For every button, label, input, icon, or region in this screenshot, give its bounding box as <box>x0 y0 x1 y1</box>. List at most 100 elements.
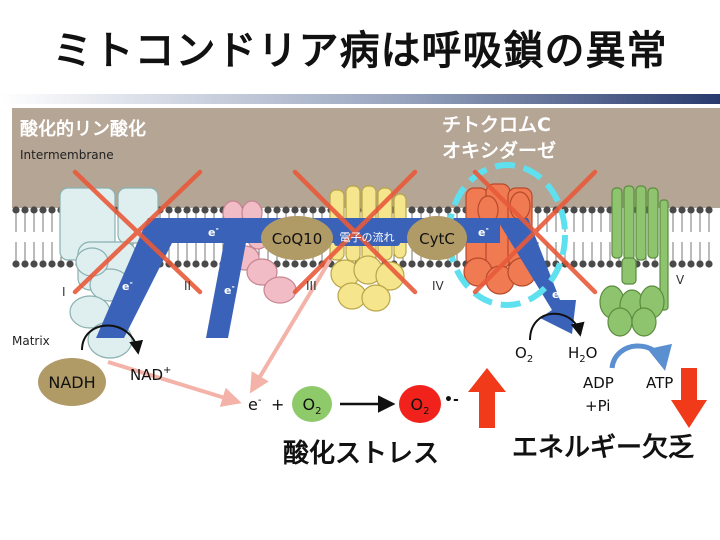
eq-o2: O2 <box>303 395 322 417</box>
complex-4-label: IV <box>432 279 445 293</box>
eq-plus: + <box>271 395 284 414</box>
lipid-head <box>543 206 551 214</box>
cytochrome-oxidase-highlight <box>446 162 568 308</box>
eq-radical: •- <box>444 392 459 408</box>
lipid-head <box>12 206 20 214</box>
electron-label-top: e- <box>208 224 219 239</box>
lipid-head <box>318 206 326 214</box>
lipid-head <box>48 206 56 214</box>
lipid-head <box>453 206 461 214</box>
matrix-label: Matrix <box>12 334 50 348</box>
o2-curve-arrow <box>529 312 585 341</box>
o2-badge <box>292 386 332 422</box>
lipid-head <box>669 206 677 214</box>
lipid-head <box>21 260 29 268</box>
lipid-head <box>705 260 713 268</box>
lipid-head <box>696 260 704 268</box>
lipid-head <box>579 260 587 268</box>
energy-deficit-label: エネルギー欠乏 <box>512 432 694 463</box>
lipid-head <box>678 260 686 268</box>
lipid-head <box>21 206 29 214</box>
nadh-label: NADH <box>48 373 95 392</box>
cytochrome-label-line1: チトクロムC <box>442 114 551 136</box>
cytc-label: CytC <box>419 230 455 248</box>
lipid-head <box>570 260 578 268</box>
coq10-carrier <box>261 216 333 260</box>
lipid-head <box>435 206 443 214</box>
lipid-head <box>588 260 596 268</box>
diagram-labels: 酸化的リン酸化 Intermembrane Matrix チトクロムC オキシダ… <box>12 114 694 469</box>
lipid-head <box>183 206 191 214</box>
lipid-head <box>273 206 281 214</box>
nad-label: NAD+ <box>130 365 171 384</box>
lipid-head <box>30 206 38 214</box>
lipid-head <box>444 206 452 214</box>
lipid-head <box>696 206 704 214</box>
lipid-head <box>282 260 290 268</box>
lipid-head <box>534 206 542 214</box>
superoxide-badge <box>399 385 441 423</box>
nadh-curve-arrow <box>81 324 144 355</box>
lipid-head <box>174 260 182 268</box>
coq10-label: CoQ10 <box>272 230 323 248</box>
atp-label: ATP <box>646 374 673 392</box>
lipid-head <box>444 260 452 268</box>
lipid-head <box>282 206 290 214</box>
lipid-head <box>210 206 218 214</box>
lipid-head <box>453 260 461 268</box>
lipid-head <box>201 206 209 214</box>
complex-2-label: II <box>184 279 191 293</box>
lipid-head <box>165 206 173 214</box>
lipid-head <box>264 206 272 214</box>
pi-label: +Pi <box>585 397 610 415</box>
lipid-head <box>570 206 578 214</box>
lipid-head <box>588 206 596 214</box>
electron-flow-label-bg <box>334 228 400 246</box>
complex-v <box>599 185 669 337</box>
lipid-head <box>291 260 299 268</box>
lipid-head <box>615 260 623 268</box>
energy-down-arrow <box>671 368 707 428</box>
lipid-head <box>39 206 47 214</box>
lipid-head <box>678 206 686 214</box>
electron-flow-label: 電子の流れ <box>340 230 395 244</box>
nadh-badge <box>38 358 106 406</box>
lipid-head <box>66 260 74 268</box>
lipid-head <box>597 206 605 214</box>
dysfunction-crosses <box>72 169 598 295</box>
lipid-head <box>399 260 407 268</box>
lipid-head <box>300 206 308 214</box>
lipid-head <box>687 206 695 214</box>
lipid-head <box>687 260 695 268</box>
lipid-head <box>642 260 650 268</box>
lipid-head <box>48 260 56 268</box>
eq-electron: e- <box>248 395 262 414</box>
lipid-head <box>192 206 200 214</box>
cytc-carrier <box>407 216 467 260</box>
electron-label-complex4: e- <box>552 286 563 301</box>
complex-1-label: I <box>62 285 66 299</box>
lipid-head <box>417 206 425 214</box>
lipid-head <box>435 260 443 268</box>
electron-label-complex2: e- <box>224 282 235 297</box>
adp-atp-arrow <box>609 343 672 371</box>
lipid-head <box>12 260 20 268</box>
lipid-head <box>579 206 587 214</box>
title-rule <box>0 94 720 104</box>
lipid-head <box>651 260 659 268</box>
lipid-head <box>210 260 218 268</box>
page-title: ミトコンドリア病は呼吸鎖の異常 <box>52 28 668 74</box>
eq-superoxide: O2 <box>411 395 430 417</box>
lipid-head <box>408 260 416 268</box>
lipid-head <box>408 206 416 214</box>
lipid-head <box>183 260 191 268</box>
cytochrome-label-line2: オキシダーゼ <box>442 139 556 162</box>
lipid-head <box>291 206 299 214</box>
lipid-head <box>174 206 182 214</box>
lipid-head <box>597 260 605 268</box>
complex-3-label: III <box>306 279 317 293</box>
lipid-head <box>426 206 434 214</box>
lipid-head <box>201 260 209 268</box>
oxidative-stress-up-arrow <box>468 368 506 428</box>
